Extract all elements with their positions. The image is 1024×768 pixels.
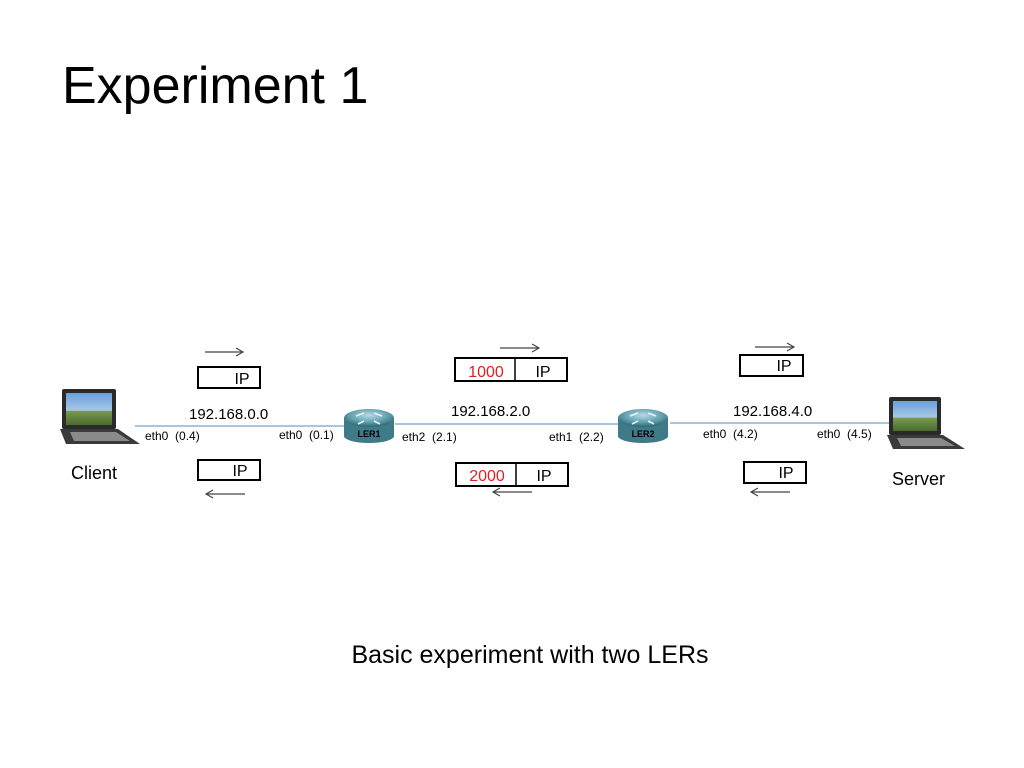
ler2-label: LER2: [631, 429, 654, 439]
labeled-packet-return: 2000 IP: [455, 462, 569, 487]
mpls-label-1000: 1000: [468, 364, 504, 381]
packet-ip-label: IP: [232, 463, 247, 480]
packet-ip-label: IP: [234, 371, 249, 388]
packet-ip-label: IP: [535, 364, 550, 381]
packet-ip-return-segment3: IP: [743, 461, 807, 484]
client-label: Client: [71, 463, 117, 483]
slide-title: Experiment 1: [62, 57, 369, 115]
client-eth0-label: eth0 (0.4): [145, 429, 200, 443]
server-label: Server: [892, 469, 945, 489]
arrow-right-icon: [205, 347, 245, 357]
ler2-router-icon: [618, 409, 668, 443]
packet-ip-label: IP: [536, 468, 551, 485]
ler2-eth0-label: eth0 (4.2): [703, 427, 758, 441]
packet-ip-return-segment1: IP: [197, 459, 261, 481]
server-eth0-label: eth0 (4.5): [817, 427, 872, 441]
ler1-eth0-label: eth0 (0.1): [279, 428, 334, 442]
network-label-192-168-2-0: 192.168.2.0: [451, 403, 530, 420]
ler1-label: LER1: [357, 429, 380, 439]
ler1-eth2-label: eth2 (2.1): [402, 430, 457, 444]
network-label-192-168-0-0: 192.168.0.0: [189, 406, 268, 423]
client-laptop-icon: [60, 389, 140, 444]
arrow-right-icon: [755, 342, 796, 352]
diagram-caption: Basic experiment with two LERs: [351, 641, 709, 669]
packet-ip-forward-segment1: IP: [197, 366, 261, 389]
packet-ip-forward-segment3: IP: [739, 354, 804, 377]
ler2-eth1-label: eth1 (2.2): [549, 430, 604, 444]
network-label-192-168-4-0: 192.168.4.0: [733, 403, 812, 420]
packet-ip-label: IP: [778, 465, 793, 482]
arrow-left-icon: [491, 487, 532, 497]
arrow-left-icon: [749, 487, 790, 497]
server-laptop-icon: [887, 397, 965, 449]
packet-ip-label: IP: [776, 358, 791, 375]
labeled-packet-forward: 1000 IP: [454, 357, 568, 382]
arrow-left-icon: [204, 489, 245, 499]
mpls-label-2000: 2000: [469, 468, 505, 485]
arrow-right-icon: [500, 343, 541, 353]
ler1-router-icon: [344, 409, 394, 443]
